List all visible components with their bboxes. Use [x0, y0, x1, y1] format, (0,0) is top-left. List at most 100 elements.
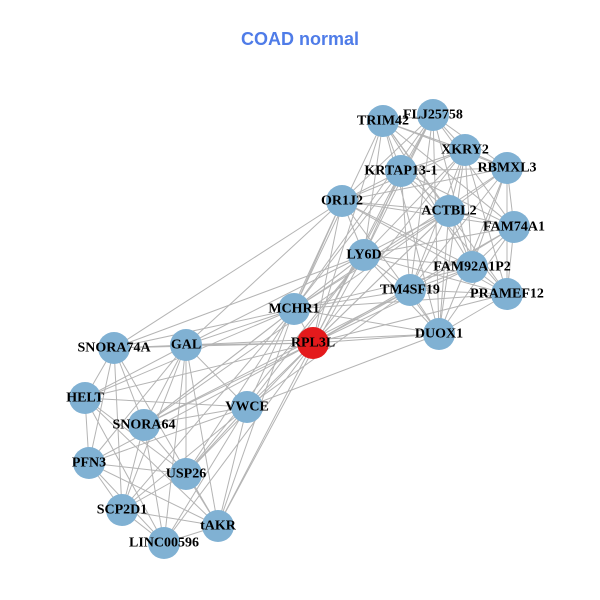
node-PFN3[interactable] — [73, 447, 105, 479]
edge-OR1J2-SNORA74A — [113, 200, 343, 349]
node-label-SNORA64: SNORA64 — [112, 418, 175, 433]
edge-SCP2D1-tAKR — [121, 509, 219, 527]
node-tAKR[interactable] — [202, 510, 234, 542]
edge-SNORA74A-tAKR — [113, 347, 219, 527]
node-label-HELT: HELT — [66, 391, 104, 406]
node-FAM92A1P2[interactable] — [456, 251, 488, 283]
nodes-layer: TRIM42FLJ25758XKRY2RBMXL3KRTAP13-1OR1J2A… — [66, 99, 545, 559]
edge-KRTAP13-1-RBMXL3 — [400, 167, 508, 172]
node-OR1J2[interactable] — [326, 185, 358, 217]
edge-FAM92A1P2-OR1J2 — [341, 200, 473, 268]
edge-KRTAP13-1-MCHR1 — [293, 170, 402, 310]
node-label-FLJ25758: FLJ25758 — [403, 108, 463, 123]
edge-MCHR1-RBMXL3 — [293, 167, 508, 310]
edge-HELT-tAKR — [84, 397, 219, 527]
node-label-PFN3: PFN3 — [72, 456, 106, 471]
edge-GAL-LY6D — [185, 254, 365, 346]
node-SNORA74A[interactable] — [98, 332, 130, 364]
node-LINC00596[interactable] — [148, 527, 180, 559]
edge-GAL-MCHR1 — [185, 308, 295, 346]
edge-PRAMEF12-TM4SF19 — [409, 289, 508, 295]
node-LY6D[interactable] — [348, 239, 380, 271]
edge-FAM74A1-FLJ25758 — [432, 114, 515, 228]
node-label-TRIM42: TRIM42 — [357, 114, 409, 129]
edge-ACTBL2-OR1J2 — [341, 200, 450, 212]
node-GAL[interactable] — [170, 329, 202, 361]
edge-PFN3-SNORA74A — [88, 347, 115, 464]
edge-TM4SF19-VWCE — [246, 289, 411, 408]
node-VWCE[interactable] — [231, 391, 263, 423]
edge-FLJ25758-OR1J2 — [341, 114, 434, 202]
node-MCHR1[interactable] — [278, 293, 310, 325]
edge-VWCE-tAKR — [217, 406, 248, 527]
node-ACTBL2[interactable] — [433, 195, 465, 227]
edge-PFN3-USP26 — [88, 462, 187, 475]
node-RBMXL3[interactable] — [491, 152, 523, 184]
edge-GAL-tAKR — [185, 344, 219, 527]
edge-PFN3-RPL3L — [88, 342, 314, 464]
edge-LY6D-SNORA74A — [113, 254, 365, 349]
node-RPL3L[interactable] — [297, 327, 329, 359]
edge-LINC00596-VWCE — [163, 406, 248, 544]
edge-HELT-VWCE — [84, 397, 248, 408]
node-label-KRTAP13-1: KRTAP13-1 — [364, 164, 437, 179]
node-FLJ25758[interactable] — [417, 99, 449, 131]
edge-PRAMEF12-RPL3L — [312, 293, 508, 344]
edge-OR1J2-RBMXL3 — [341, 167, 508, 202]
node-label-tAKR: tAKR — [200, 519, 237, 534]
node-PRAMEF12[interactable] — [491, 278, 523, 310]
edge-SNORA64-VWCE — [143, 406, 248, 426]
edge-RPL3L-tAKR — [217, 342, 314, 527]
edge-LY6D-XKRY2 — [363, 149, 466, 256]
edge-RPL3L-SNORA74A — [113, 342, 314, 349]
edge-SCP2D1-SNORA74A — [113, 347, 123, 511]
node-label-LY6D: LY6D — [346, 248, 381, 263]
edge-FAM92A1P2-RBMXL3 — [471, 167, 508, 268]
edge-FAM92A1P2-RPL3L — [312, 266, 473, 344]
node-label-FAM92A1P2: FAM92A1P2 — [433, 260, 511, 275]
node-label-RPL3L: RPL3L — [291, 336, 335, 351]
node-label-LINC00596: LINC00596 — [129, 536, 199, 551]
edge-OR1J2-RPL3L — [312, 200, 343, 344]
node-label-ACTBL2: ACTBL2 — [421, 204, 476, 219]
node-HELT[interactable] — [69, 382, 101, 414]
edge-LINC00596-SNORA64 — [143, 424, 165, 544]
edge-KRTAP13-1-PRAMEF12 — [400, 170, 508, 295]
graph-title: COAD normal — [240, 29, 359, 49]
node-KRTAP13-1[interactable] — [385, 155, 417, 187]
node-label-USP26: USP26 — [166, 467, 206, 482]
edge-PRAMEF12-XKRY2 — [464, 149, 508, 295]
node-TRIM42[interactable] — [367, 105, 399, 137]
node-TM4SF19[interactable] — [394, 274, 426, 306]
node-DUOX1[interactable] — [423, 318, 455, 350]
edge-MCHR1-SNORA74A — [113, 308, 295, 349]
edge-GAL-PFN3 — [88, 344, 187, 464]
edge-RPL3L-SNORA64 — [143, 342, 314, 426]
edge-FAM92A1P2-MCHR1 — [293, 266, 473, 310]
node-SCP2D1[interactable] — [106, 494, 138, 526]
node-FAM74A1[interactable] — [498, 211, 530, 243]
edge-MCHR1-USP26 — [185, 308, 295, 475]
node-SNORA64[interactable] — [128, 409, 160, 441]
node-USP26[interactable] — [170, 458, 202, 490]
edge-LY6D-SNORA64 — [143, 254, 365, 426]
edge-DUOX1-RPL3L — [312, 333, 440, 344]
node-label-PRAMEF12: PRAMEF12 — [470, 287, 544, 302]
node-label-OR1J2: OR1J2 — [321, 194, 363, 209]
edge-ACTBL2-DUOX1 — [438, 210, 450, 335]
edge-KRTAP13-1-TM4SF19 — [400, 170, 411, 291]
edge-GAL-HELT — [84, 344, 187, 399]
edge-ACTBL2-VWCE — [246, 210, 450, 408]
node-label-FAM74A1: FAM74A1 — [483, 220, 545, 235]
node-label-TM4SF19: TM4SF19 — [380, 283, 440, 298]
node-label-MCHR1: MCHR1 — [268, 302, 319, 317]
node-XKRY2[interactable] — [449, 134, 481, 166]
edge-FLJ25758-TM4SF19 — [409, 114, 434, 291]
node-label-GAL: GAL — [171, 338, 201, 353]
node-label-DUOX1: DUOX1 — [415, 327, 463, 342]
edge-FAM92A1P2-TRIM42 — [382, 120, 473, 268]
edge-FAM92A1P2-LY6D — [363, 254, 473, 268]
node-label-VWCE: VWCE — [225, 400, 269, 415]
edge-PFN3-VWCE — [88, 406, 248, 464]
